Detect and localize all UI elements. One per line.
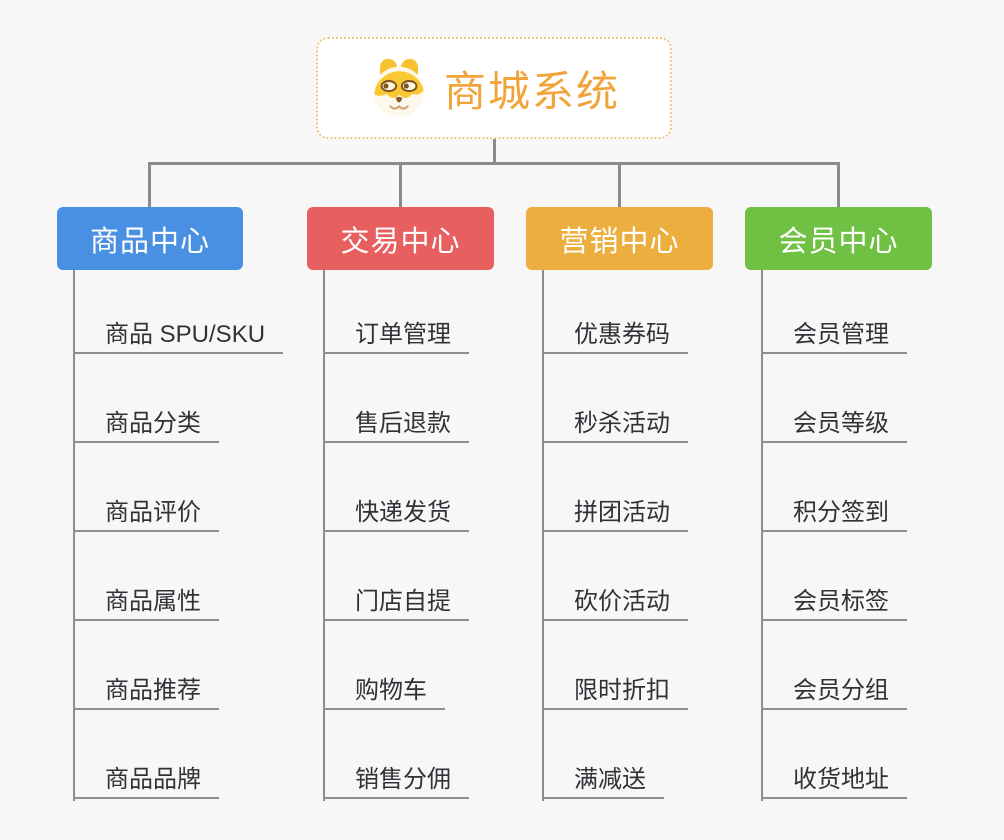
branch-bus-line [148, 162, 840, 165]
root-node[interactable]: 商城系统 [316, 37, 672, 139]
tree-item[interactable]: 购物车 [323, 674, 445, 710]
tree-item[interactable]: 砍价活动 [542, 585, 688, 621]
tree-item[interactable]: 拼团活动 [542, 496, 688, 532]
tree-item[interactable]: 门店自提 [323, 585, 469, 621]
branch-trunk-line [323, 270, 325, 801]
tree-item[interactable]: 商品属性 [73, 585, 219, 621]
tree-item[interactable]: 商品分类 [73, 407, 219, 443]
tree-item[interactable]: 会员标签 [761, 585, 907, 621]
tree-item[interactable]: 商品 SPU/SKU [73, 318, 284, 354]
tree-item[interactable]: 满减送 [542, 763, 664, 799]
tree-item[interactable]: 限时折扣 [542, 674, 688, 710]
branch-drop-line [618, 162, 621, 208]
tree-item[interactable]: 优惠券码 [542, 318, 688, 354]
branch-header-product[interactable]: 商品中心 [57, 207, 243, 270]
tree-item[interactable]: 销售分佣 [323, 763, 469, 799]
branch-trunk-line [73, 270, 75, 801]
branch-trunk-line [761, 270, 763, 801]
tree-item[interactable]: 积分签到 [761, 496, 907, 532]
tree-item[interactable]: 会员分组 [761, 674, 907, 710]
branch-header-trade[interactable]: 交易中心 [307, 207, 494, 270]
tree-item[interactable]: 商品评价 [73, 496, 219, 532]
tree-item[interactable]: 商品品牌 [73, 763, 219, 799]
root-stem-line [493, 139, 496, 163]
doge-icon [373, 58, 425, 118]
branch-drop-line [148, 162, 151, 208]
branch-drop-line [837, 162, 840, 208]
tree-item[interactable]: 会员等级 [761, 407, 907, 443]
tree-item[interactable]: 商品推荐 [73, 674, 219, 710]
tree-item[interactable]: 会员管理 [761, 318, 907, 354]
branch-header-member[interactable]: 会员中心 [745, 207, 932, 270]
tree-item[interactable]: 订单管理 [323, 318, 469, 354]
tree-item[interactable]: 秒杀活动 [542, 407, 688, 443]
branch-drop-line [399, 162, 402, 208]
branch-header-marketing[interactable]: 营销中心 [526, 207, 713, 270]
branch-trunk-line [542, 270, 544, 801]
tree-item[interactable]: 快递发货 [323, 496, 469, 532]
root-title: 商城系统 [443, 67, 620, 115]
tree-item[interactable]: 售后退款 [323, 407, 469, 443]
tree-item[interactable]: 收货地址 [761, 763, 907, 799]
